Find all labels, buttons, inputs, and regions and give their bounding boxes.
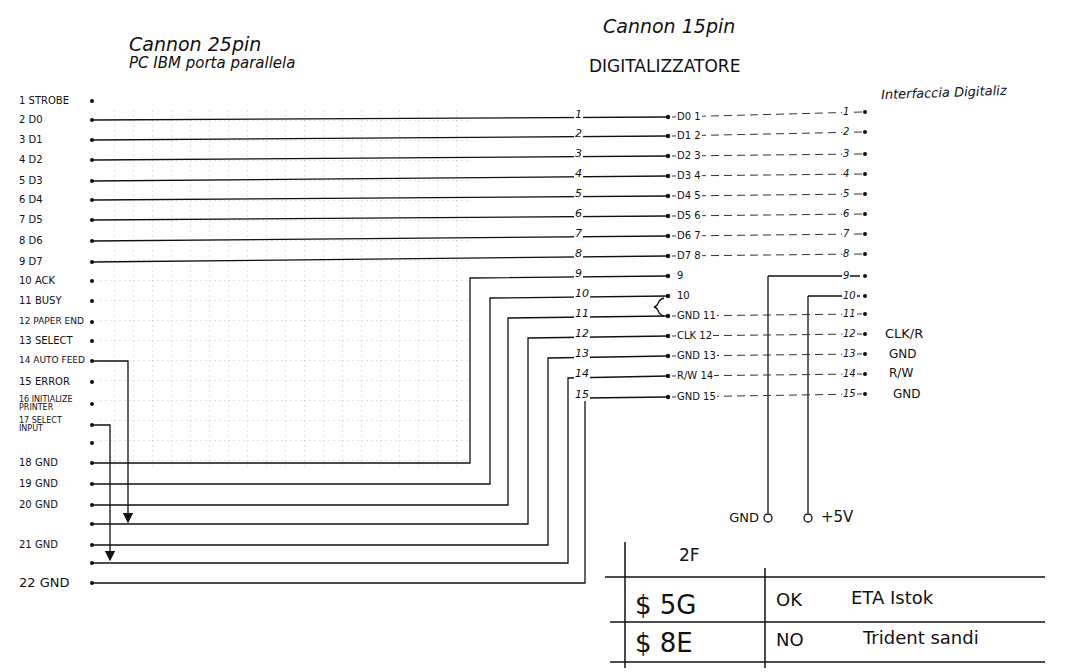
pin-label: 7 [574, 228, 583, 240]
pin-label: 4 [842, 169, 850, 180]
pin-label: 5 D3 [18, 176, 44, 187]
pin-label: 5 [842, 189, 850, 200]
pin-label: 13 [574, 348, 590, 360]
pin-label: 12 [574, 328, 590, 340]
pin-label: 14 [574, 368, 590, 380]
pin-label: 21 GND [18, 540, 59, 551]
pin-label: +5V [820, 510, 854, 526]
pin-label: 6 [842, 209, 850, 220]
pin-label: 14 AUTO FEED [18, 356, 86, 365]
pin-label: 7 D5 [18, 215, 44, 226]
pin-label: 15 [574, 389, 590, 401]
pin-label: 6 D4 [18, 195, 44, 206]
pin-label: PC IBM porta parallela [128, 56, 296, 72]
pin-label: 12 PAPER END [18, 317, 85, 326]
pin-label: R/W [888, 367, 914, 380]
pin-label: 2 D0 [18, 115, 44, 126]
pin-label: 12 [842, 329, 857, 340]
pin-label: 6 [574, 208, 583, 220]
pin-label: Interfaccia Digitaliz [880, 84, 1008, 102]
pin-label: DIGITALIZZATORE [588, 58, 741, 76]
pin-label: 18 GND [18, 458, 59, 469]
pin-label: D0 1 [676, 112, 702, 123]
pin-label: CLK 12 [676, 331, 713, 342]
pin-label: 3 [574, 148, 583, 160]
pin-label: GND 15 [676, 392, 717, 403]
pin-label: GND [892, 388, 922, 401]
pin-label: 19 GND [18, 479, 59, 490]
pin-label: GND 13 [676, 351, 717, 362]
pin-label: D4 5 [676, 191, 702, 202]
pin-label: D7 8 [676, 251, 702, 262]
pin-label: 8 [842, 249, 850, 260]
pin-label: Trident sandi [862, 629, 980, 648]
pin-label: 3 D1 [18, 135, 44, 146]
pin-label: 4 [574, 168, 583, 180]
pin-label: 9 D7 [18, 257, 44, 268]
pin-label: NO [775, 631, 805, 650]
pin-label: CLK/R [884, 327, 924, 341]
pin-label: D6 7 [676, 231, 702, 242]
pin-label: 10 [842, 291, 857, 302]
pin-label: 4 D2 [18, 155, 44, 166]
pin-label: 1 STROBE [18, 96, 70, 107]
pin-label: 1 [842, 107, 850, 118]
pin-label: Cannon 15pin [602, 17, 736, 37]
pin-label: 9 [676, 271, 684, 282]
pin-label: GND [728, 511, 760, 525]
pin-label: 8 D6 [18, 236, 44, 247]
pin-label: 5 [574, 188, 583, 200]
pin-label: 1 [574, 109, 583, 121]
pin-label: D1 2 [676, 131, 702, 142]
pin-label: OK [775, 591, 803, 610]
pin-label: D2 3 [676, 151, 702, 162]
pin-label: 16 INITIALIZE PRINTER [18, 396, 86, 413]
pin-label: 11 [574, 308, 590, 320]
pin-label: 22 GND [18, 576, 70, 590]
pin-label: 13 [842, 349, 857, 360]
pin-label: D3 4 [676, 171, 702, 182]
pin-label: 9 [842, 271, 850, 282]
pin-label: 11 [842, 309, 857, 320]
pin-label: 2 [842, 127, 850, 138]
pin-label: 15 [842, 389, 857, 400]
pin-label: 10 [676, 291, 691, 302]
pin-label: 2 [574, 128, 583, 140]
pin-label: $ 5G [634, 592, 698, 619]
pin-label: 10 ACK [18, 276, 56, 287]
pin-label: GND 11 [676, 311, 717, 322]
pin-label: ETA Istok [850, 589, 934, 608]
pin-label: R/W 14 [676, 371, 714, 382]
pin-label: 17 SELECT INPUT [18, 417, 86, 434]
pin-label: 2F [678, 547, 701, 565]
pin-label: 11 BUSY [18, 296, 63, 307]
pin-label: Cannon 25pin [128, 35, 262, 55]
pin-label: 8 [574, 248, 583, 260]
pin-label: 9 [574, 268, 583, 280]
pin-label: $ 8E [634, 630, 694, 657]
pin-label: 14 [842, 369, 857, 380]
pin-label: 15 ERROR [18, 377, 71, 388]
pin-label: 20 GND [18, 500, 59, 511]
pin-label: 10 [574, 288, 590, 300]
pin-label: GND [888, 348, 918, 361]
pin-label: 3 [842, 149, 850, 160]
pin-label: D5 6 [676, 211, 702, 222]
pin-label: 7 [842, 229, 850, 240]
pin-label: 13 SELECT [18, 336, 74, 347]
